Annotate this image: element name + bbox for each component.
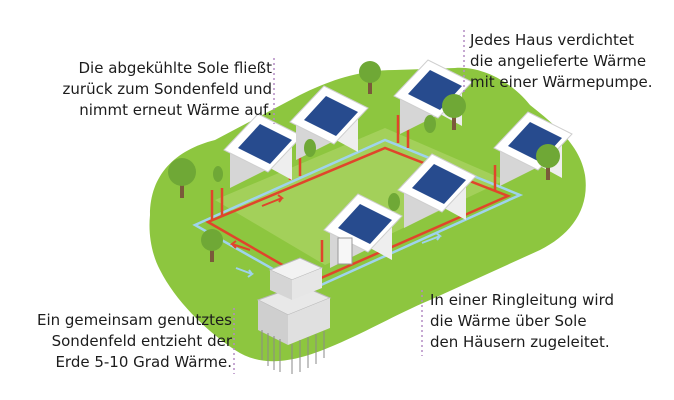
house bbox=[397, 153, 477, 228]
heat-pump-unit bbox=[337, 237, 353, 265]
callout-rules bbox=[233, 30, 465, 374]
house-with-heat-pump bbox=[323, 193, 403, 268]
house bbox=[393, 59, 473, 134]
house bbox=[223, 113, 303, 188]
callout-bottom-right: In einer Ringleitung wird die Wärme über… bbox=[430, 291, 614, 351]
callout-bottom-left: Ein gemeinsam genutztes Sondenfeld entzi… bbox=[36, 311, 232, 371]
callout-top-right: Jedes Haus verdichtet die angelieferte W… bbox=[470, 31, 653, 91]
cold-ring-pipe bbox=[192, 138, 524, 292]
callout-top-left: Die abgekühlte Sole fließt zurück zum So… bbox=[62, 59, 272, 119]
flow-arrows bbox=[229, 194, 443, 278]
borehole-field bbox=[256, 257, 332, 374]
trees bbox=[168, 61, 560, 262]
house bbox=[493, 111, 573, 186]
house bbox=[289, 85, 369, 160]
warm-ring-pipe bbox=[205, 146, 512, 284]
